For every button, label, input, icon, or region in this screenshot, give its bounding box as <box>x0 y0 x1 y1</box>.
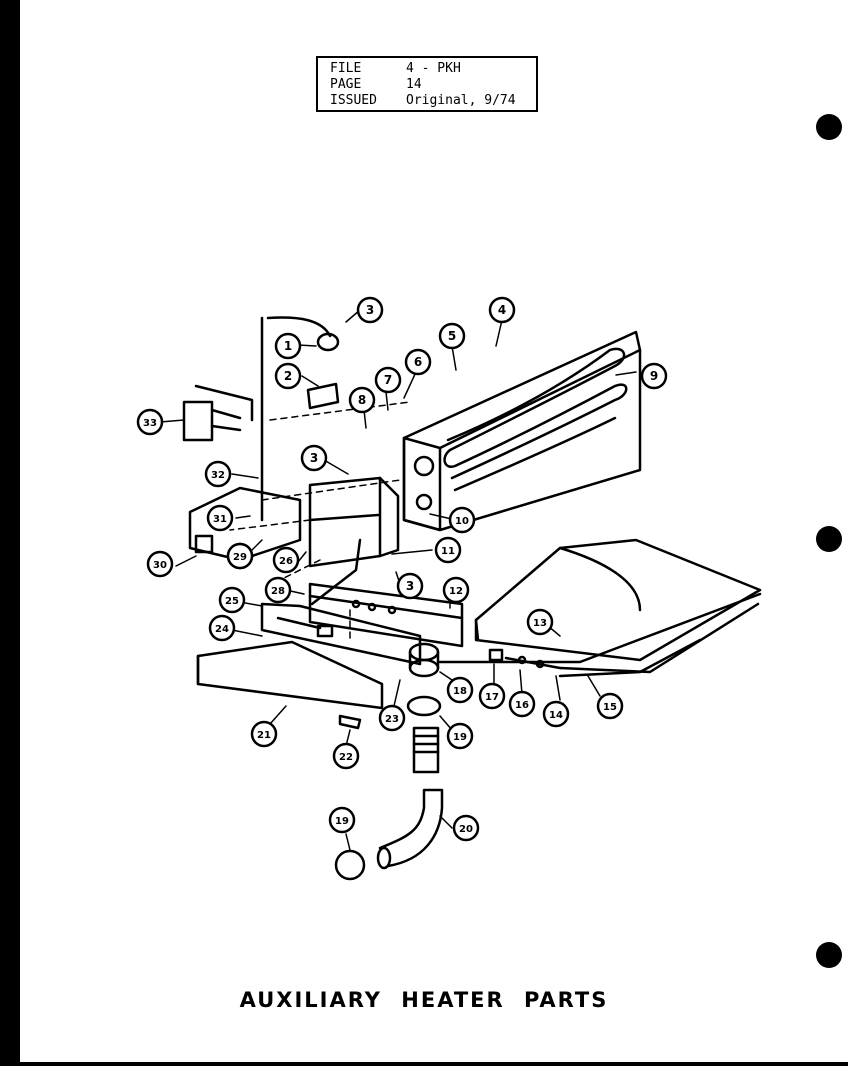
elbow-20 <box>376 788 444 870</box>
callout-28-label: 28 <box>271 586 285 597</box>
parts-sheet <box>20 0 848 1062</box>
callout-15-circle <box>596 692 624 720</box>
callout-25-label: 25 <box>225 596 239 607</box>
callout-25-circle <box>218 586 246 614</box>
callout-21-label: 21 <box>257 730 271 741</box>
callout-9-label: 9 <box>650 369 658 383</box>
callout-17-label: 17 <box>485 692 499 703</box>
callout-19-label: 19 <box>335 816 349 827</box>
callout-22-label: 22 <box>339 752 353 763</box>
callout-3-circle <box>300 444 328 472</box>
callout-11-circle <box>434 536 462 564</box>
callout-26-label: 26 <box>279 556 293 567</box>
callout-24-circle <box>208 614 236 642</box>
callout-29-circle <box>226 542 254 570</box>
callout-13-circle <box>526 608 554 636</box>
callout-29-label: 29 <box>233 552 247 563</box>
callout-14-circle <box>542 700 570 728</box>
callout-19-circle <box>446 722 474 750</box>
callout-7-circle <box>374 366 402 394</box>
callout-14-label: 14 <box>549 710 563 721</box>
drain-hose-top <box>412 726 440 774</box>
cover-plate-24 <box>260 602 422 666</box>
callout-4-label: 4 <box>498 303 506 317</box>
callout-4-circle <box>488 296 516 324</box>
callout-28-circle <box>264 576 292 604</box>
relay-33 <box>182 384 254 442</box>
callout-18-circle <box>446 676 474 704</box>
housing-tray <box>438 538 762 678</box>
callout-24-label: 24 <box>215 624 229 635</box>
callout-3-circle <box>396 572 424 600</box>
lock-nut-19-bottom <box>334 849 366 881</box>
relay-box-26 <box>308 476 400 606</box>
lock-nut-19-top <box>406 695 442 717</box>
callout-12-circle <box>442 576 470 604</box>
callout-12-label: 12 <box>449 586 463 597</box>
callout-33-circle <box>136 408 164 436</box>
page-title: AUXILIARY HEATER PARTS <box>239 988 609 1012</box>
callout-30-circle <box>146 550 174 578</box>
callout-31-circle <box>206 504 234 532</box>
callout-22-circle <box>332 742 360 770</box>
hardware-16-17 <box>488 648 562 670</box>
punch-hole-top <box>816 114 842 140</box>
callout-9-circle <box>640 362 668 390</box>
callout-3-circle <box>356 296 384 324</box>
callout-20-circle <box>452 814 480 842</box>
callout-19-label: 19 <box>453 732 467 743</box>
callout-26-circle <box>272 546 300 574</box>
callout-15-label: 15 <box>603 702 617 713</box>
callout-23-circle <box>378 704 406 732</box>
punch-hole-bottom <box>816 942 842 968</box>
callout-32-circle <box>204 460 232 488</box>
alignment-lines <box>229 401 411 641</box>
callout-2-label: 2 <box>284 369 292 383</box>
callout-23-label: 23 <box>385 714 399 725</box>
callout-19-circle <box>328 806 356 834</box>
callout-13-label: 13 <box>533 618 547 629</box>
callout-8-label: 8 <box>358 393 366 407</box>
punch-hole-middle <box>816 526 842 552</box>
callout-10-circle <box>448 506 476 534</box>
page-value: 14 <box>406 77 422 92</box>
callout-11-label: 11 <box>441 546 455 557</box>
callout-32-label: 32 <box>211 470 225 481</box>
file-value: 4 - PKH <box>406 61 461 76</box>
callout-17-circle <box>478 682 506 710</box>
callout-30-label: 30 <box>153 560 167 571</box>
callout-33-label: 33 <box>143 418 157 429</box>
mounting-bracket <box>260 316 340 522</box>
issued-value: Original, 9/74 <box>406 93 516 108</box>
callout-3-label: 3 <box>406 579 414 593</box>
page-label: PAGE <box>330 77 362 92</box>
fitting-18 <box>408 642 440 678</box>
callout-2-circle <box>274 362 302 390</box>
callout-31-label: 31 <box>213 514 227 525</box>
file-info-box: FILE 4 - PKH PAGE 14 ISSUED Original, 9/74 <box>316 56 538 112</box>
callout-3-label: 3 <box>310 451 318 465</box>
callout-1-circle <box>274 332 302 360</box>
callout-1-label: 1 <box>284 339 292 353</box>
callout-3-label: 3 <box>366 303 374 317</box>
callout-10-label: 10 <box>455 516 469 527</box>
heater-coil-panel <box>402 330 642 532</box>
callout-8-circle <box>348 386 376 414</box>
base-pan-21 <box>196 640 384 730</box>
issued-label: ISSUED <box>330 93 377 108</box>
callout-group: 1233345678910111213141516171819192020212… <box>136 296 668 842</box>
callout-6-circle <box>404 348 432 376</box>
callout-16-label: 16 <box>515 700 529 711</box>
callout-5-circle <box>438 322 466 350</box>
switch-bracket-30 <box>188 486 302 562</box>
callout-18-label: 18 <box>453 686 467 697</box>
callout-20-label: 20 <box>459 824 473 835</box>
callout-21-circle <box>250 720 278 748</box>
callout-5-label: 5 <box>448 329 456 343</box>
callout-7-label: 7 <box>384 373 392 387</box>
callout-16-circle <box>508 690 536 718</box>
callout-6-label: 6 <box>414 355 422 369</box>
file-label: FILE <box>330 61 362 76</box>
